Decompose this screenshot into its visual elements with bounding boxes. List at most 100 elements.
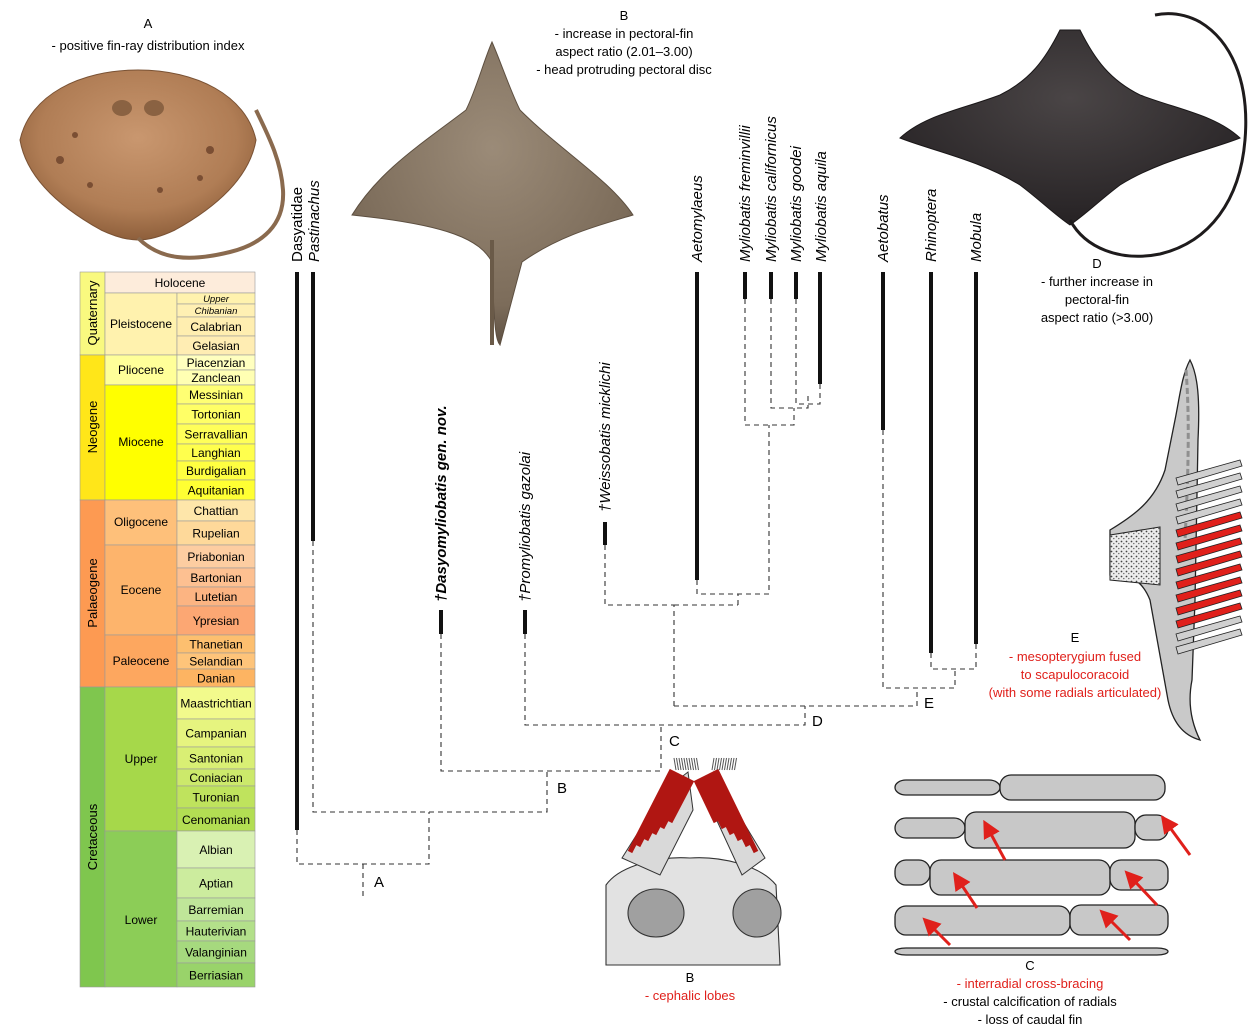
stage-label: Chattian — [194, 504, 239, 518]
stage-label: Coniacian — [189, 771, 242, 785]
caption-b-line2: aspect ratio (2.01–3.00) — [555, 44, 692, 59]
stage-label: Campanian — [185, 727, 246, 741]
stage-label: Maastrichtian — [180, 697, 251, 711]
lobe-tip — [725, 758, 727, 770]
fin-radials — [1176, 460, 1242, 654]
epoch-label: Miocene — [118, 435, 164, 449]
epoch-label: Pleistocene — [110, 317, 172, 331]
branch — [745, 299, 794, 425]
caption-e-line1: - mesopterygium fused — [1009, 649, 1141, 664]
radial-segment — [895, 906, 1070, 935]
epoch-label: Upper — [125, 752, 158, 766]
lobe-rays — [630, 758, 756, 852]
stage-rows: UpperChibanianCalabrianGelasianPiacenzia… — [177, 293, 255, 987]
caption-b-letter: B — [620, 8, 629, 23]
caption-b-top: B - increase in pectoral-fin aspect rati… — [536, 8, 712, 77]
epoch-label: Holocene — [155, 276, 206, 290]
stage-label: Selandian — [189, 655, 242, 669]
taxon-label-dasyatidae: Dasyatidae — [289, 187, 306, 262]
taxon-label-aetobatus: Aetobatus — [875, 194, 892, 263]
caption-b-bottom: B - cephalic lobes — [645, 970, 736, 1003]
caption-d-line1: - further increase in — [1041, 274, 1153, 289]
lobe-tip — [717, 758, 719, 770]
taxon-label-weissobatis: †Weissobatis micklichi — [597, 362, 614, 512]
lobe-tip — [697, 758, 699, 770]
stage-label: Ypresian — [193, 614, 239, 628]
stage-label: Valanginian — [185, 946, 247, 960]
mobula-illustration — [900, 14, 1246, 257]
stage-label: Messinian — [189, 388, 243, 402]
taxon-label-myliobatis-freminvillii: Myliobatis freminvillii — [737, 125, 754, 262]
radial-segment — [965, 812, 1135, 848]
epoch-lower-cretaceous — [105, 831, 177, 987]
stage-label: Cenomanian — [182, 813, 250, 827]
taxon-label-rhinoptera: Rhinoptera — [923, 189, 940, 262]
stage-label: Upper — [203, 294, 230, 305]
stage-label: Thanetian — [189, 638, 242, 652]
node-label-e: E — [924, 695, 934, 712]
caption-c-line3: - loss of caudal fin — [978, 1012, 1083, 1027]
radial-segment — [1000, 775, 1165, 800]
epoch-label: Oligocene — [114, 515, 168, 529]
stage-label: Tortonian — [191, 408, 240, 422]
taxon-label-aetomylaeus: Aetomylaeus — [689, 175, 706, 263]
stage-label: Calabrian — [190, 320, 241, 334]
lobe-tip — [720, 758, 722, 770]
lobe-tip — [722, 758, 724, 770]
radial-segment — [895, 818, 965, 838]
node-label-c: C — [669, 733, 680, 750]
lobe-tip — [684, 758, 686, 770]
caption-d-letter: D — [1092, 256, 1101, 271]
stage-label: Turonian — [193, 791, 240, 805]
lobe-tip — [679, 758, 681, 770]
taxon-label-myliobatis-aquila: Myliobatis aquila — [813, 151, 830, 262]
caption-e: E - mesopterygium fused to scapulocoraco… — [989, 630, 1162, 700]
epoch-label: Eocene — [121, 583, 162, 597]
branch — [605, 545, 674, 706]
lobe-tip — [677, 758, 679, 770]
caption-d: D - further increase in pectoral-fin asp… — [1041, 256, 1153, 325]
lobe-tip — [682, 758, 684, 770]
branch — [883, 430, 955, 688]
lobe-tip — [694, 758, 696, 770]
caption-b-bottom-line1: - cephalic lobes — [645, 988, 736, 1003]
lobe-tip — [727, 758, 729, 770]
geologic-timescale: Quaternary Neogene Palaeogene Cretaceous… — [80, 272, 255, 987]
radial-segments — [895, 775, 1168, 955]
scapulocoracoid-diagram — [1110, 360, 1242, 740]
caption-e-line2: to scapulocoracoid — [1021, 667, 1129, 682]
branch — [297, 812, 429, 864]
caption-a-letter: A — [144, 16, 153, 31]
branch — [931, 644, 976, 669]
cephalic-lobes-diagram — [606, 758, 781, 965]
lobe-tip — [735, 758, 737, 770]
caption-a-line1: - positive fin-ray distribution index — [52, 38, 245, 53]
epoch-label: Lower — [125, 913, 158, 927]
lobe-tip — [732, 758, 734, 770]
taxon-label-dasyomyliobatis: †Dasyomyliobatis gen. nov. — [433, 405, 450, 602]
bracing-arrow — [1163, 818, 1190, 855]
epoch-label: Paleocene — [113, 654, 170, 668]
caption-b-bottom-letter: B — [686, 970, 695, 985]
node-label-b: B — [557, 780, 567, 797]
stage-label: Barremian — [188, 903, 243, 917]
lobe-tip — [692, 758, 694, 770]
stage-label: Burdigalian — [186, 464, 246, 478]
taxon-label-promyliobatis: †Promyliobatis gazolai — [517, 451, 534, 602]
epoch-label: Pliocene — [118, 363, 164, 377]
caption-b-line3: - head protruding pectoral disc — [536, 62, 712, 77]
branch — [441, 634, 661, 771]
period-label-cretaceous: Cretaceous — [85, 803, 100, 870]
stage-label: Langhian — [191, 446, 240, 460]
stage-label: Lutetian — [195, 590, 238, 604]
branch — [525, 634, 805, 725]
stage-label: Serravallian — [184, 428, 247, 442]
period-label-palaeogene: Palaeogene — [85, 558, 100, 627]
caption-c-line1: - interradial cross-bracing — [957, 976, 1104, 991]
lobe-tip — [689, 758, 691, 770]
stingray-illustration — [20, 70, 283, 258]
caption-a: A - positive fin-ray distribution index — [52, 16, 245, 53]
stage-label: Hauterivian — [186, 925, 247, 939]
node-label-a: A — [374, 874, 384, 891]
stage-label: Zanclean — [191, 371, 240, 385]
